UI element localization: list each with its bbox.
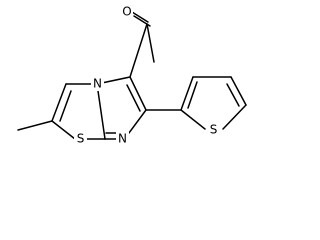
thiophene-sulfur-label: S — [210, 123, 218, 137]
imine-nitrogen-atom: N — [116, 132, 129, 146]
bond-c5-c6-double-outer — [129, 76, 147, 111]
bond-thiophene-c4-c5-double-outer — [230, 76, 247, 106]
atom-labels: O N N S S — [74, 5, 220, 146]
bond-c2-s1 — [51, 120, 76, 140]
bond-c6-n7 — [125, 109, 147, 138]
bond-c5-cho — [129, 23, 148, 78]
ring-nitrogen-label: N — [93, 77, 102, 91]
ring-nitrogen-atom: N — [91, 77, 104, 91]
thiophene-sulfur-atom: S — [207, 123, 220, 137]
oxygen-label: O — [122, 5, 131, 19]
bond-thiophene-s-c2 — [180, 109, 206, 130]
thiazole-sulfur-label: S — [77, 132, 85, 146]
bond-c5-c6-double-inner — [126, 84, 141, 112]
bond-thiophene-c4-c5-double-inner — [226, 83, 240, 107]
bond-thiophene-c2-c3-double-inner — [187, 81, 198, 109]
molecule-structure-diagram: O N N S S — [17, 5, 247, 146]
bond-group — [17, 11, 247, 140]
imine-nitrogen-label: N — [118, 132, 127, 146]
bond-c2-c3-double-inner — [59, 90, 72, 122]
bond-c2-c3-double-outer — [51, 83, 67, 122]
bond-c7a-n4 — [96, 83, 106, 140]
oxygen-atom: O — [121, 5, 133, 19]
bond-thiophene-c2-c3-double-outer — [180, 76, 194, 111]
bond-aldehyde-c-o-double-a — [131, 11, 149, 23]
bond-thiophene-c5-s — [222, 104, 247, 130]
bond-methyl — [17, 120, 53, 131]
bond-aldehyde-c-h — [146, 23, 155, 63]
thiazole-sulfur-atom: S — [74, 132, 87, 146]
